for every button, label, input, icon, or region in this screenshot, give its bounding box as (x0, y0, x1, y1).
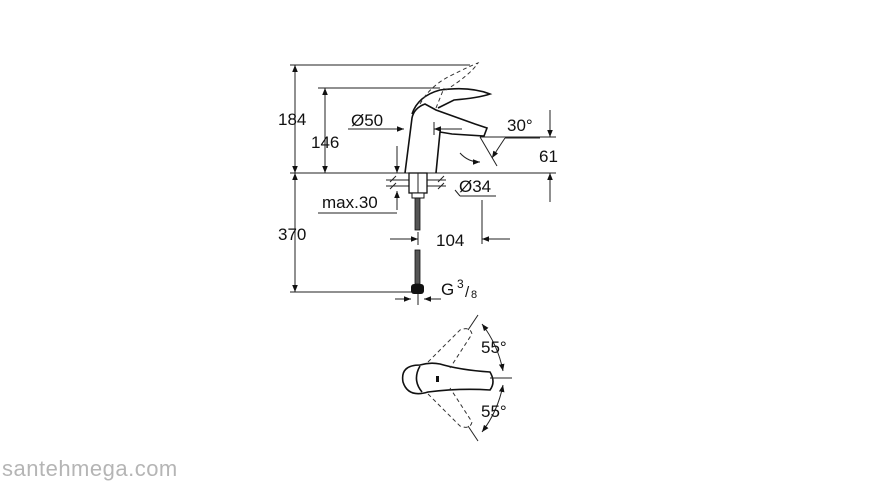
label-55-top: 55° (481, 338, 507, 357)
label-max30: max.30 (322, 193, 378, 212)
label-30-degree: 30° (507, 116, 533, 135)
label-diameter-34: Ø34 (459, 177, 491, 196)
dimension-max30 (318, 146, 400, 214)
dimension-50 (348, 122, 462, 135)
label-diameter-50: Ø50 (351, 111, 383, 130)
dimension-104 (390, 200, 510, 245)
faucet-top-view (401, 314, 512, 442)
dimension-34 (454, 189, 496, 197)
label-104: 104 (436, 231, 464, 250)
label-184: 184 (278, 110, 306, 129)
dimension-30-degree (459, 136, 540, 167)
label-connection-numerator: 3 (457, 277, 464, 291)
label-61: 61 (539, 147, 558, 166)
fraction-slash: / (465, 284, 470, 301)
label-370: 370 (278, 225, 306, 244)
label-connection-denominator: 8 (471, 289, 477, 301)
faucet-side-view (386, 61, 493, 305)
label-55-bottom: 55° (481, 402, 507, 421)
watermark: santehmega.com (2, 456, 178, 481)
label-connection: G (441, 280, 454, 299)
label-146: 146 (311, 133, 339, 152)
